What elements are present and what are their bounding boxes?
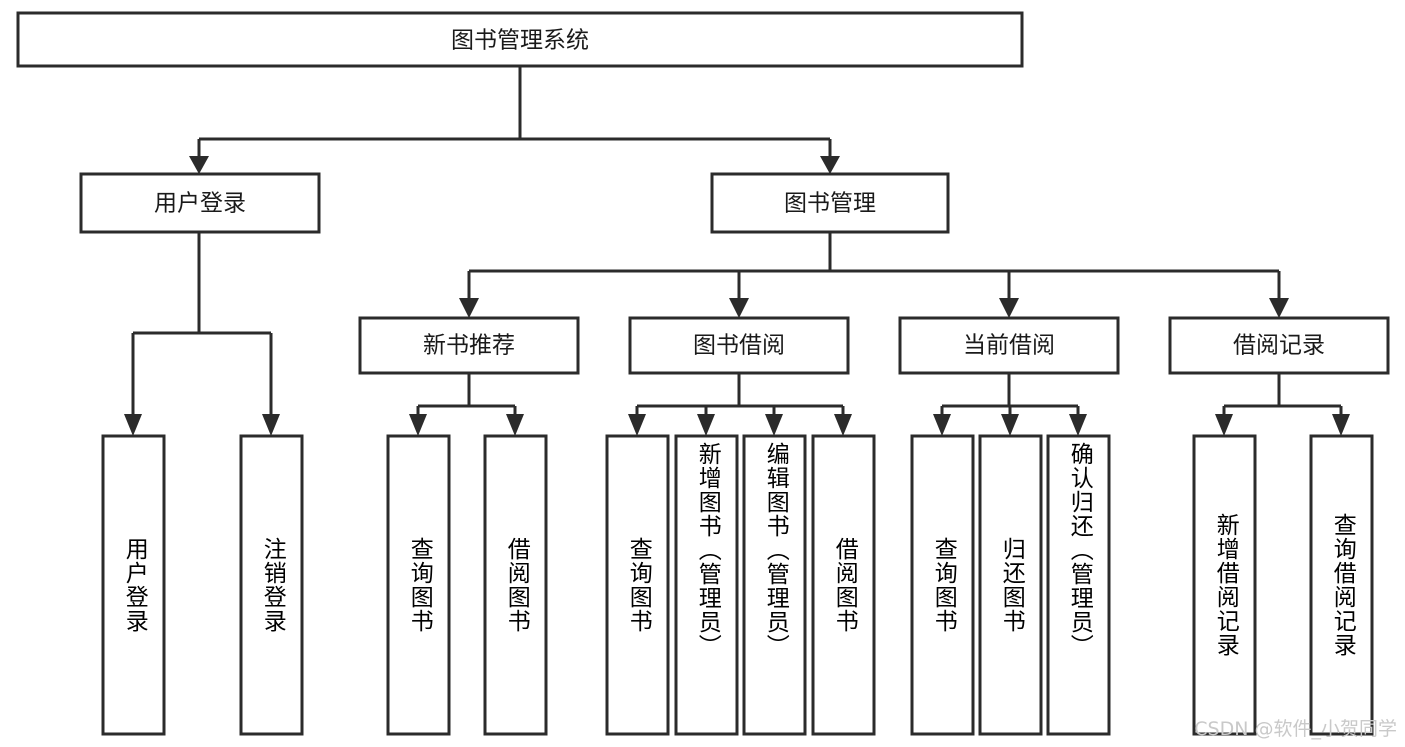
watermark-text: CSDN @软件_小贺同学: [1194, 718, 1397, 740]
leaf-user-login-2[interactable]: 注销登录: [239, 434, 304, 736]
arrow-head-icon: [1001, 414, 1019, 436]
arrow-head-icon: [409, 414, 427, 436]
node-borrow-records[interactable]: 借阅记录: [1168, 316, 1390, 375]
arrow-head-icon: [834, 414, 852, 436]
leaf-user-login-1-box[interactable]: [101, 434, 166, 736]
node-book-management-label: 图书管理: [784, 191, 876, 217]
leaf-new-book-2[interactable]: 借阅图书: [483, 434, 548, 736]
leaf-user-login-1-label: 用户登录: [121, 537, 148, 633]
node-user-login-label: 用户登录: [154, 191, 246, 217]
arrow-head-icon: [459, 298, 479, 318]
node-user-login[interactable]: 用户登录: [79, 172, 321, 234]
node-root[interactable]: 图书管理系统: [16, 11, 1024, 68]
arrow-head-icon: [820, 156, 840, 174]
leaf-user-login-1[interactable]: 用户登录: [101, 434, 166, 736]
leaf-book-borrow-1[interactable]: 查询图书: [605, 434, 670, 736]
leaf-current-borrow-3[interactable]: 确认归还（管理员）: [1046, 434, 1111, 736]
arrow-head-icon: [628, 414, 646, 436]
arrow-head-icon: [999, 298, 1019, 318]
leaf-book-borrow-4-box[interactable]: [811, 434, 876, 736]
arrow-head-icon: [189, 156, 209, 174]
leaf-book-borrow-4-label: 借阅图书: [831, 537, 858, 633]
leaf-book-borrow-1-label: 查询图书: [625, 537, 652, 633]
leaf-book-borrow-3[interactable]: 编辑图书（管理员）: [742, 434, 807, 736]
arrow-head-icon: [1332, 414, 1350, 436]
leaf-current-borrow-1-box[interactable]: [910, 434, 975, 736]
arrow-head-icon: [933, 414, 951, 436]
leaf-book-borrow-2-label: 新增图书（管理员）: [694, 442, 721, 658]
leaf-borrow-records-2[interactable]: 查询借阅记录: [1309, 434, 1374, 736]
leaf-book-borrow-2[interactable]: 新增图书（管理员）: [674, 434, 739, 736]
leaf-borrow-records-2-label: 查询借阅记录: [1329, 513, 1356, 657]
node-new-book-recommend-box[interactable]: [358, 316, 580, 375]
node-root-box[interactable]: [16, 11, 1024, 68]
node-current-borrow-box[interactable]: [898, 316, 1120, 375]
node-book-borrow-label: 图书借阅: [693, 333, 785, 359]
node-borrow-records-box[interactable]: [1168, 316, 1390, 375]
leaf-book-borrow-3-label: 编辑图书（管理员）: [762, 442, 789, 658]
leaf-borrow-records-1-label: 新增借阅记录: [1212, 513, 1239, 657]
leaf-book-borrow-3-box[interactable]: [742, 434, 807, 736]
node-root-label: 图书管理系统: [451, 28, 589, 54]
leaf-current-borrow-2-box[interactable]: [978, 434, 1043, 736]
leaf-new-book-1[interactable]: 查询图书: [386, 434, 451, 736]
leaf-borrow-records-1[interactable]: 新增借阅记录: [1192, 434, 1257, 736]
node-book-management-box[interactable]: [710, 172, 950, 234]
arrow-head-icon: [1269, 298, 1289, 318]
leaf-new-book-2-box[interactable]: [483, 434, 548, 736]
leaf-new-book-1-box[interactable]: [386, 434, 451, 736]
leaf-user-login-2-box[interactable]: [239, 434, 304, 736]
leaf-book-borrow-4[interactable]: 借阅图书: [811, 434, 876, 736]
connector-layer: [124, 66, 1350, 436]
leaf-current-borrow-1-label: 查询图书: [930, 537, 957, 633]
arrow-head-icon: [765, 414, 783, 436]
arrow-head-icon: [262, 414, 280, 436]
leaf-current-borrow-3-box[interactable]: [1046, 434, 1111, 736]
node-current-borrow[interactable]: 当前借阅: [898, 316, 1120, 375]
arrow-head-icon: [506, 414, 524, 436]
leaf-borrow-records-2-box[interactable]: [1309, 434, 1374, 736]
arrow-head-icon: [729, 298, 749, 318]
leaf-user-login-2-label: 注销登录: [259, 537, 286, 633]
node-book-borrow[interactable]: 图书借阅: [628, 316, 850, 375]
node-book-borrow-box[interactable]: [628, 316, 850, 375]
leaf-book-borrow-2-box[interactable]: [674, 434, 739, 736]
arrow-head-icon: [1215, 414, 1233, 436]
node-user-login-box[interactable]: [79, 172, 321, 234]
leaf-book-borrow-1-box[interactable]: [605, 434, 670, 736]
leaf-current-borrow-2[interactable]: 归还图书: [978, 434, 1043, 736]
leaf-new-book-2-label: 借阅图书: [503, 537, 530, 633]
node-new-book-recommend[interactable]: 新书推荐: [358, 316, 580, 375]
node-current-borrow-label: 当前借阅: [963, 333, 1055, 359]
node-book-management[interactable]: 图书管理: [710, 172, 950, 234]
leaf-current-borrow-1[interactable]: 查询图书: [910, 434, 975, 736]
node-borrow-records-label: 借阅记录: [1233, 333, 1325, 359]
leaf-current-borrow-2-label: 归还图书: [998, 537, 1025, 633]
arrow-head-icon: [1069, 414, 1087, 436]
arrow-head-icon: [697, 414, 715, 436]
leaf-new-book-1-label: 查询图书: [406, 537, 433, 633]
leaf-borrow-records-1-box[interactable]: [1192, 434, 1257, 736]
arrow-head-icon: [124, 414, 142, 436]
leaf-current-borrow-3-label: 确认归还（管理员）: [1066, 442, 1093, 658]
node-new-book-recommend-label: 新书推荐: [423, 333, 515, 359]
